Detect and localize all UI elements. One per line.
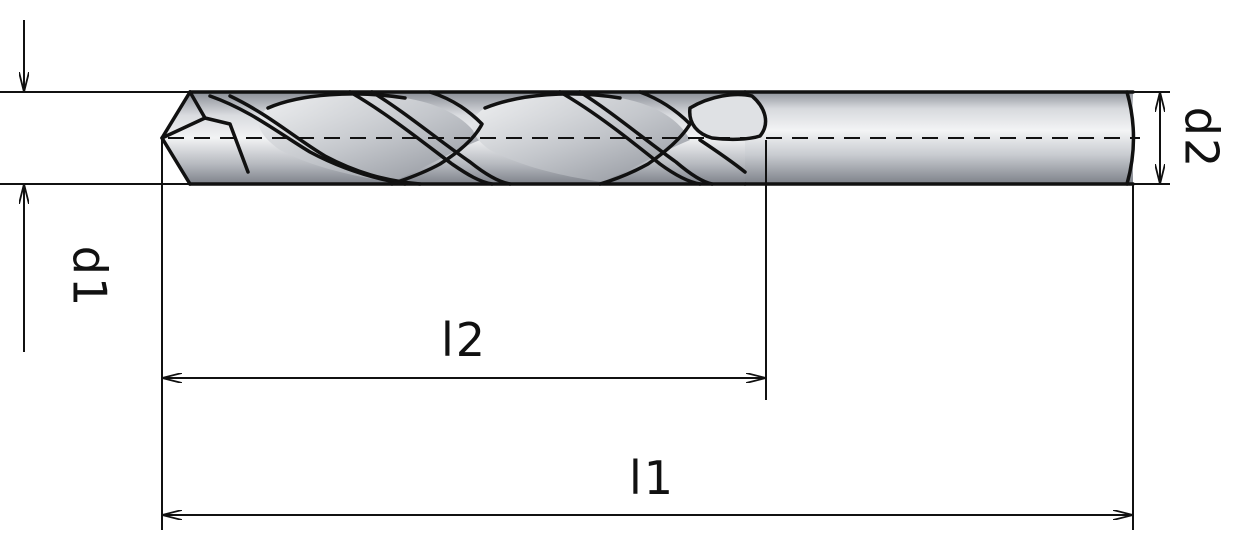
drill-fluted-section — [160, 90, 768, 186]
dimension-l1: l1 — [162, 451, 1133, 515]
l1-label: l1 — [629, 451, 675, 505]
extension-lines — [0, 91, 1170, 530]
drill-shank — [743, 90, 1136, 186]
dimension-d1: d1 — [24, 20, 117, 352]
dimension-d2: d2 — [1160, 92, 1229, 184]
dimension-l2: l2 — [162, 313, 766, 378]
d2-label: d2 — [1175, 107, 1229, 169]
l2-label: l2 — [441, 313, 487, 367]
d1-label: d1 — [63, 246, 117, 308]
